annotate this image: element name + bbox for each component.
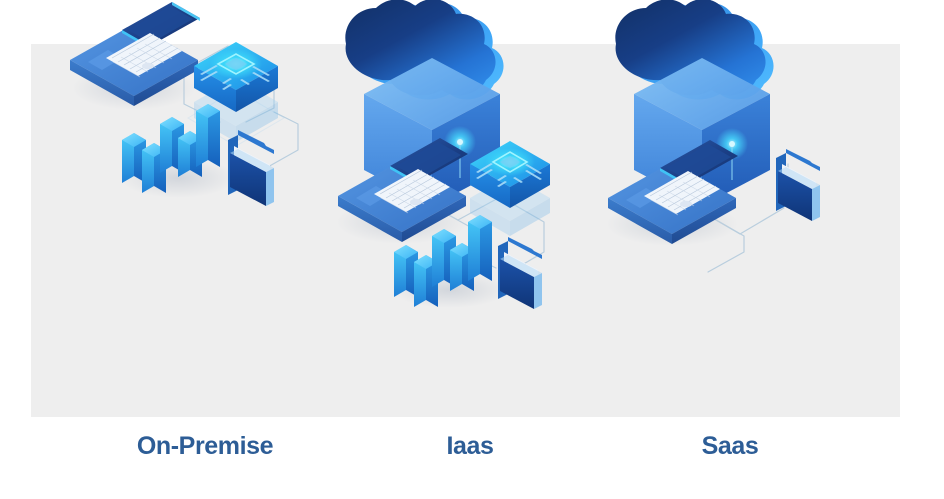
label-saas: Saas	[701, 432, 759, 460]
server-slots	[200, 65, 270, 90]
scene-saas	[590, 0, 840, 373]
group-on-premise	[60, 0, 310, 373]
cloud-icon	[615, 0, 774, 100]
laptop-icon	[608, 140, 738, 244]
laptop-icon	[70, 2, 200, 106]
folder-icon	[776, 149, 820, 221]
keyboard	[644, 171, 720, 216]
cloud-icon	[345, 0, 504, 100]
label-iaas: Iaas	[446, 432, 494, 460]
cloud-box	[364, 58, 500, 206]
folder-icon	[498, 237, 542, 309]
laptop-icon	[338, 138, 468, 242]
bar-chart-icon	[394, 215, 492, 307]
scene-on-premise	[60, 0, 310, 373]
server-slots	[476, 163, 542, 187]
group-iaas	[320, 0, 570, 373]
folder-icon	[228, 130, 274, 206]
scene-iaas	[320, 0, 570, 373]
group-saas	[590, 0, 840, 373]
label-on-premise: On-Premise	[136, 432, 274, 460]
keyboard	[106, 33, 182, 78]
server-cube-icon	[187, 42, 285, 147]
server-cube-icon	[470, 141, 550, 236]
keyboard	[374, 169, 450, 214]
bar-chart-icon	[122, 104, 220, 193]
